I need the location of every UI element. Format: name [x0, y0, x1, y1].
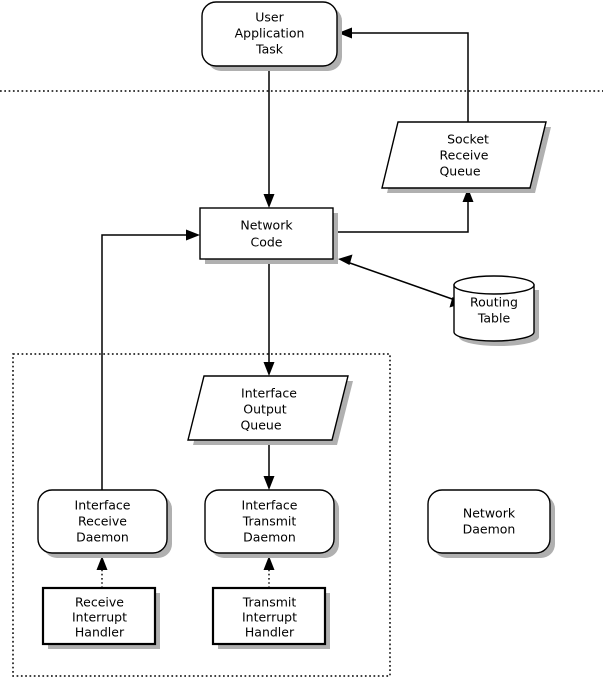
node-network-daemon[interactable]: Network Daemon — [427, 489, 555, 558]
user-application-task-label-line2: Application — [235, 26, 305, 41]
routing-table-label-line2: Table — [477, 311, 511, 326]
transmit-interrupt-handler-label-line3: Handler — [245, 625, 295, 640]
node-interface-output-queue[interactable]: Interface Output Queue — [187, 375, 353, 445]
edge-network-code-routing-table — [338, 254, 464, 308]
node-receive-interrupt-handler[interactable]: Receive Interrupt Handler — [41, 586, 160, 649]
edge-user-app-to-network-code — [263, 67, 275, 208]
node-interface-receive-daemon[interactable]: Interface Receive Daemon — [37, 489, 172, 558]
interface-output-queue-label-line3: Queue — [240, 418, 281, 433]
edge-network-code-to-interface-output-queue — [263, 264, 275, 376]
routing-table-label-line1: Routing — [470, 295, 518, 310]
node-user-application-task[interactable]: User Application Task — [201, 1, 342, 71]
socket-receive-queue-label-line1: Socket — [447, 132, 489, 147]
network-code-label-line2: Code — [250, 235, 282, 250]
interface-transmit-daemon-label-line2: Transmit — [242, 514, 297, 529]
network-daemon-label-line1: Network — [463, 506, 516, 521]
edge-interface-output-queue-to-transmit-daemon — [263, 440, 275, 490]
edge-socket-receive-queue-to-user-app — [338, 27, 469, 122]
edge-interface-receive-daemon-to-network-code — [101, 229, 200, 490]
socket-receive-queue-label-line3: Queue — [439, 164, 480, 179]
interface-receive-daemon-label-line2: Receive — [78, 514, 127, 529]
interface-receive-daemon-label-line1: Interface — [75, 498, 131, 513]
user-application-task-label-line3: Task — [255, 42, 284, 57]
edge-receive-interrupt-handler-to-receive-daemon — [96, 556, 108, 588]
socket-receive-queue-label-line2: Receive — [440, 148, 489, 163]
node-routing-table[interactable]: Routing Table — [453, 275, 539, 346]
receive-interrupt-handler-label-line1: Receive — [75, 595, 124, 610]
network-code-label-line1: Network — [240, 218, 293, 233]
interface-receive-daemon-label-line3: Daemon — [76, 530, 129, 545]
interface-output-queue-label-line1: Interface — [241, 386, 297, 401]
network-daemon-label-line2: Daemon — [463, 522, 516, 537]
interface-transmit-daemon-label-line3: Daemon — [243, 530, 296, 545]
node-interface-transmit-daemon[interactable]: Interface Transmit Daemon — [204, 489, 339, 558]
transmit-interrupt-handler-label-line2: Interrupt — [242, 610, 297, 625]
edge-network-code-to-socket-receive-queue — [338, 188, 474, 233]
network-daemon-group-boundary — [12, 353, 391, 677]
receive-interrupt-handler-label-line3: Handler — [75, 625, 125, 640]
node-transmit-interrupt-handler[interactable]: Transmit Interrupt Handler — [211, 586, 330, 649]
interface-transmit-daemon-label-line1: Interface — [242, 498, 298, 513]
node-network-code[interactable]: Network Code — [199, 207, 338, 264]
user-application-task-label-line1: User — [255, 10, 284, 25]
interface-output-queue-label-line2: Output — [243, 402, 287, 417]
transmit-interrupt-handler-label-line1: Transmit — [242, 595, 297, 610]
node-socket-receive-queue[interactable]: Socket Receive Queue — [381, 121, 551, 193]
receive-interrupt-handler-label-line2: Interrupt — [72, 610, 127, 625]
edge-transmit-interrupt-handler-to-transmit-daemon — [263, 556, 275, 588]
